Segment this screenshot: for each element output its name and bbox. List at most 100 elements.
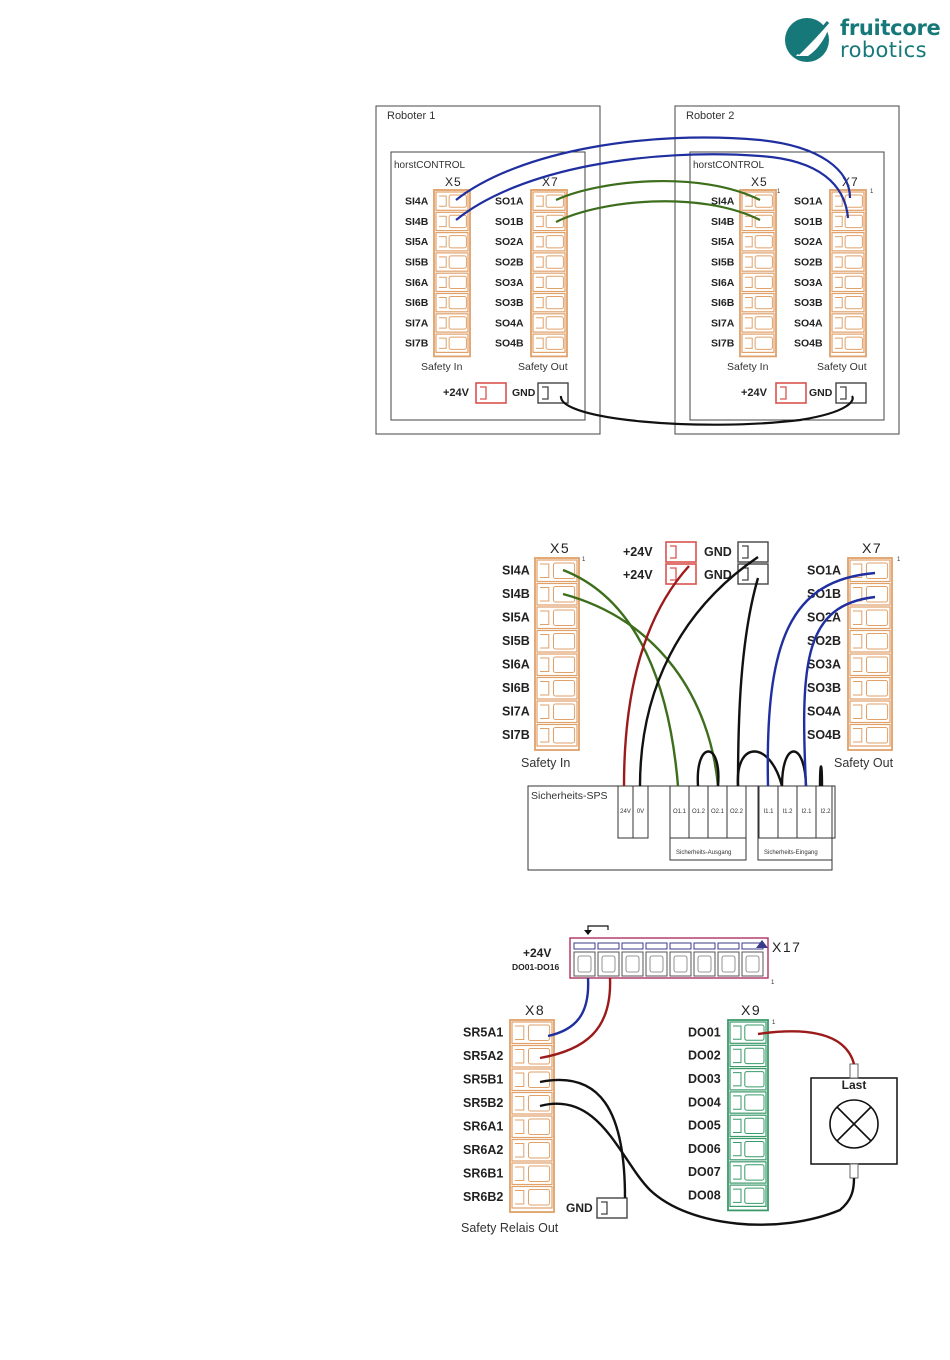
d2-x5-terminal <box>536 606 578 630</box>
plc-pin-label: I2.2 <box>820 809 831 815</box>
d2-x7-terminal <box>849 606 891 630</box>
x9-terminal <box>729 1067 767 1091</box>
x9-header: X9 <box>741 1002 761 1018</box>
r1-x5-label: SI6B <box>405 297 429 309</box>
r1-24v-plug <box>475 382 507 404</box>
wire-black-o22-i12 <box>736 750 784 787</box>
d2-x5-terminal <box>536 653 578 677</box>
r2-x5-header: X5 <box>751 175 768 189</box>
robot2-controller-box <box>689 151 885 421</box>
wire-green-so1b-si4b <box>555 200 761 223</box>
d2-x7-label: SO1A <box>807 564 841 578</box>
wire-red-x17-sr5a2 <box>539 977 612 1060</box>
r2-x7-terminal <box>831 333 865 354</box>
x8-terminal <box>511 1091 553 1115</box>
plc-pin: I1.2 <box>777 785 798 839</box>
r2-x5-terminal <box>741 333 775 354</box>
x8-terminal <box>511 1138 553 1162</box>
x9-pin1: 1 <box>772 1020 776 1026</box>
wire-blue-si4a-so1a <box>455 136 852 201</box>
r1-x7-label: SO4A <box>495 317 524 329</box>
diagram3-relay-output: X17 1 +24V DO01-DO16 X8 SR5A1SR5A2SR5B1S… <box>461 925 898 1235</box>
r2-x5-label: SI7B <box>711 338 735 350</box>
r1-x5-label: SI7B <box>405 338 429 350</box>
r1-x5-terminal <box>435 313 469 333</box>
wire-black-i22 <box>818 765 824 787</box>
x17-terminal <box>693 942 716 977</box>
d2-24v-label-b: +24V <box>623 568 653 582</box>
bridge-arrow-icon <box>584 930 592 935</box>
x17-terminal <box>621 942 644 977</box>
x17-24v-label: +24V <box>523 946 551 960</box>
r2-x7-label: SO3B <box>794 297 823 309</box>
load-terminal-bottom <box>849 1163 859 1179</box>
d2-x7-pin1: 1 <box>897 557 901 563</box>
r1-x7-header: X7 <box>542 175 559 189</box>
wire-red-do01-load <box>757 1030 856 1065</box>
robot1-controller-label: horstCONTROL <box>394 160 466 171</box>
bridge-icon <box>587 925 609 932</box>
x9-terminal <box>729 1137 767 1161</box>
wire-blue-si4b-so1b <box>455 153 850 221</box>
r2-24v-plug <box>775 382 807 404</box>
x9-label: DO06 <box>688 1142 721 1156</box>
x17-terminal <box>669 942 692 977</box>
r2-safety-out-caption: Safety Out <box>817 361 867 373</box>
d2-x7-label: SO4A <box>807 705 841 719</box>
r2-x5-label: SI6B <box>711 297 735 309</box>
r1-x7-label: SO2A <box>495 236 524 248</box>
plc-output-group-label: Sicherheits-Ausgang <box>676 850 731 856</box>
wire-blue-so1b-i21 <box>802 595 876 787</box>
d2-x7-header: X7 <box>862 540 882 556</box>
d2-gnd-plug-a <box>737 541 769 563</box>
r2-x5-label: SI4B <box>711 216 735 228</box>
x8-terminal <box>511 1162 553 1186</box>
x9-label: DO02 <box>688 1049 721 1063</box>
x17-header: X17 <box>772 939 801 955</box>
x9-terminal <box>729 1114 767 1138</box>
lamp-icon <box>829 1099 879 1149</box>
d2-x5-label: SI6A <box>502 658 530 672</box>
x8-header: X8 <box>525 1002 545 1018</box>
plc-input-group-label: Sicherheits-Eingang <box>764 850 818 856</box>
r2-x7-label: SO1A <box>794 196 823 208</box>
plc-pin-label: I1.1 <box>763 809 774 815</box>
r1-x5-label: SI4B <box>405 216 429 228</box>
r1-x5-connector <box>433 189 471 358</box>
d2-gnd-label-a: GND <box>704 545 732 559</box>
x8-label: SR5A1 <box>463 1026 503 1040</box>
x8-label: SR5B2 <box>463 1096 503 1110</box>
x9-terminal <box>729 1161 767 1184</box>
x9-terminal <box>729 1091 767 1114</box>
x17-terminal <box>717 942 740 977</box>
relay-gnd-plug <box>596 1197 628 1219</box>
load-terminal-top <box>849 1063 859 1079</box>
x8-label: SR6B1 <box>463 1167 503 1181</box>
fruitcore-leaf-icon <box>785 18 832 62</box>
r1-x5-terminal <box>435 272 469 293</box>
r1-x7-terminal <box>532 313 566 333</box>
r2-x5-terminal <box>741 313 775 333</box>
x17-pin1: 1 <box>771 980 775 986</box>
plc-input-group <box>757 785 833 861</box>
r2-x5-label: SI5A <box>711 236 735 248</box>
r2-x7-label: SO3A <box>794 277 823 289</box>
r2-x5-terminal <box>741 252 775 272</box>
wire-green-so1a-si4a <box>555 179 761 202</box>
r1-safety-in-caption: Safety In <box>421 361 463 373</box>
r1-x5-terminal <box>435 292 469 313</box>
d2-safety-out-caption: Safety Out <box>834 756 894 770</box>
r2-x7-label: SO2B <box>794 256 823 268</box>
plc-pin: O1.2 <box>688 785 709 839</box>
wire-black-gnd-plc <box>638 556 759 787</box>
x9-terminal <box>729 1044 767 1068</box>
d2-x7-terminal <box>849 559 891 583</box>
wire-black-gnd-gnd <box>559 395 854 426</box>
x9-label: DO07 <box>688 1165 721 1179</box>
r1-gnd-plug <box>537 382 569 404</box>
r1-x7-label: SO4B <box>495 338 524 350</box>
r2-x5-label: SI6A <box>711 277 735 289</box>
plc-pin-label: O2.1 <box>711 809 725 815</box>
r1-x7-terminal <box>532 272 566 293</box>
